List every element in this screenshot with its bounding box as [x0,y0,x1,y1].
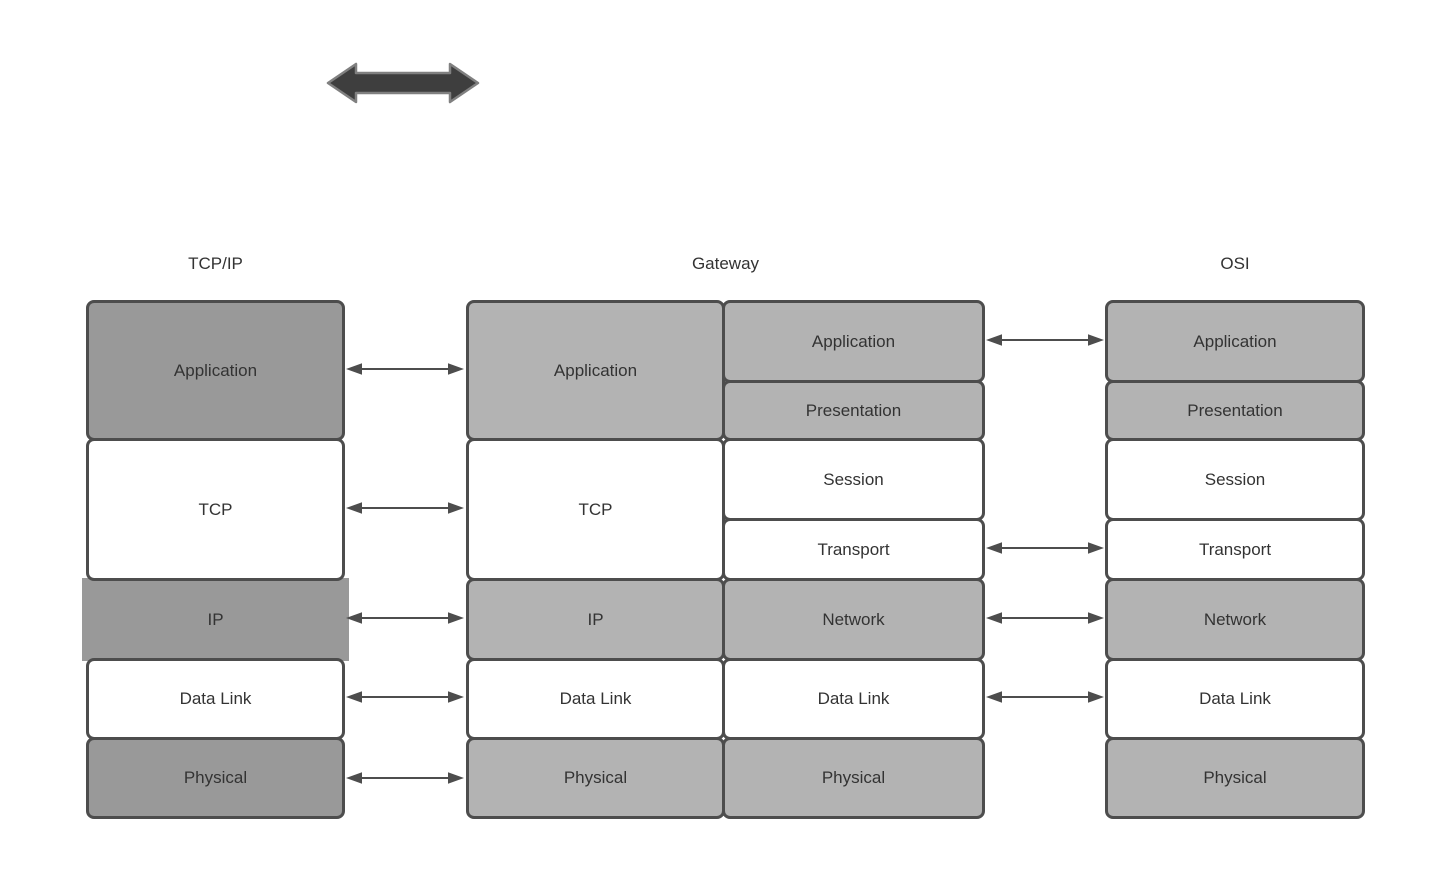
gateway-right-layer-network: Network [722,578,985,661]
arrow-gateway-osi-data-link-icon [986,691,1104,703]
arrow-tcpip-gateway-tcp-icon [346,502,464,514]
gateway-left-layer-application: Application [466,300,725,441]
osi-layer-network: Network [1105,578,1365,661]
osi-stack: Application Presentation Session Transpo… [1105,300,1365,819]
osi-layer-presentation: Presentation [1105,380,1365,441]
gateway-left-layer-tcp: TCP [466,438,725,581]
tcpip-layer-data-link: Data Link [86,658,345,740]
tcpip-stack: Application TCP IP Data Link Physical [82,300,349,819]
osi-layer-session: Session [1105,438,1365,521]
arrow-tcpip-gateway-physical-icon [346,772,464,784]
gateway-left-layer-ip: IP [466,578,725,661]
osi-column-title: OSI [1220,254,1250,273]
osi-layer-application: Application [1105,300,1365,383]
osi-layer-data-link: Data Link [1105,658,1365,740]
osi-layer-physical: Physical [1105,737,1365,819]
gateway-right-layer-data-link: Data Link [722,658,985,740]
arrow-gateway-osi-network-icon [986,612,1104,624]
tcpip-layer-tcp: TCP [86,438,345,581]
gateway-right-stack: Application Presentation Session Transpo… [722,300,985,819]
tcpip-layer-ip: IP [82,578,349,661]
tcpip-column-title: TCP/IP [188,254,243,273]
arrow-tcpip-gateway-data-link-icon [346,691,464,703]
gateway-right-layer-presentation: Presentation [722,380,985,441]
arrow-gateway-osi-application-icon [986,334,1104,346]
tcpip-layer-physical: Physical [86,737,345,819]
gateway-right-layer-physical: Physical [722,737,985,819]
gateway-left-layer-data-link: Data Link [466,658,725,740]
gateway-right-layer-transport: Transport [722,518,985,581]
gateway-column-title: Gateway [691,254,760,273]
gateway-left-stack: Application TCP IP Data Link Physical [466,300,725,819]
gateway-right-layer-session: Session [722,438,985,521]
arrow-gateway-osi-transport-icon [986,542,1104,554]
gateway-left-layer-physical: Physical [466,737,725,819]
tcpip-layer-application: Application [86,300,345,441]
arrow-tcpip-gateway-ip-icon [346,612,464,624]
arrow-tcpip-gateway-application-icon [346,363,464,375]
gateway-right-layer-application: Application [722,300,985,383]
thick-double-arrow-icon [326,62,480,104]
osi-layer-transport: Transport [1105,518,1365,581]
